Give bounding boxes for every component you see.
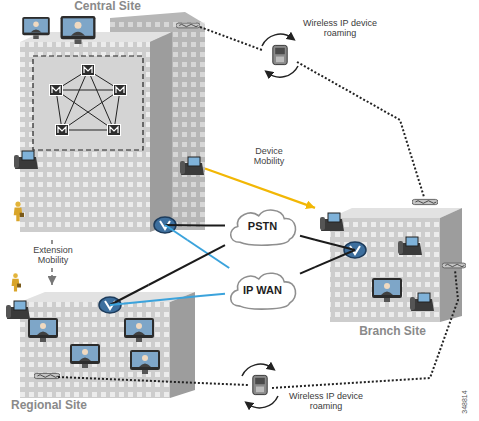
cloud-label: IP WAN bbox=[243, 284, 282, 297]
network-cloud: PSTN bbox=[225, 205, 300, 248]
router-uplink bbox=[110, 296, 200, 305]
site-area: Branch Site bbox=[315, 190, 470, 340]
router-uplink bbox=[315, 250, 355, 267]
router-uplink bbox=[165, 224, 205, 226]
edge-label: Device Mobility bbox=[240, 146, 298, 167]
site-heading: Regional Site bbox=[11, 399, 87, 413]
mobility-arrow bbox=[205, 169, 315, 208]
callout-label: Wireless IP device roaming bbox=[303, 18, 377, 39]
cloud-label: PSTN bbox=[248, 220, 277, 233]
router-uplink bbox=[165, 225, 187, 240]
site-area: Central Site bbox=[10, 0, 205, 240]
network-link bbox=[148, 245, 225, 285]
network-link bbox=[300, 236, 315, 240]
site-area: Regional Site bbox=[5, 285, 200, 415]
edge-label: Extension Mobility bbox=[26, 245, 80, 266]
router-uplink bbox=[315, 240, 355, 250]
figure-number: 348814 bbox=[461, 387, 469, 417]
callout-label: Wireless IP device roaming bbox=[286, 391, 366, 412]
network-link bbox=[205, 224, 225, 226]
network-link bbox=[300, 267, 315, 273]
network-link bbox=[200, 294, 225, 296]
site-heading: Branch Site bbox=[359, 325, 426, 339]
network-cloud: IP WAN bbox=[225, 268, 300, 312]
site-heading: Central Site bbox=[74, 0, 141, 14]
